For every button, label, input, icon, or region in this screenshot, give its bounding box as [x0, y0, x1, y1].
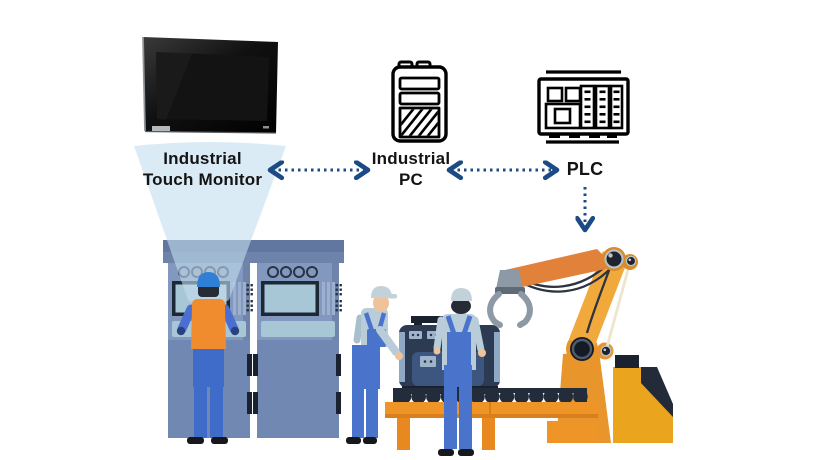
cable: [585, 264, 613, 334]
discharge-chute: [641, 367, 673, 417]
monitor-screen: [156, 52, 269, 121]
monitor-brand-chip: [152, 126, 170, 131]
worker-cap: [197, 272, 220, 287]
projection-beam: [134, 142, 286, 306]
label-touch-monitor: Industrial Touch Monitor: [95, 148, 310, 190]
shoulder-joint: [604, 249, 624, 269]
worker-cap: [371, 286, 392, 298]
technician-pointing-worker: [346, 286, 403, 444]
robot-base: [547, 355, 673, 443]
label-industrial-pc-line2: PC: [398, 170, 424, 189]
gripper-claw: [487, 291, 503, 328]
control-cabinet-right: [251, 239, 345, 439]
elbow-joint: [571, 338, 593, 360]
connection-arrows: [272, 170, 585, 228]
worker-cap: [451, 288, 472, 301]
linkage-rod: [605, 265, 631, 348]
plc-icon: [537, 70, 630, 144]
label-touch-monitor-line2: Touch Monitor: [142, 170, 263, 189]
technician-back-worker: [433, 288, 486, 456]
industrial-pc-icon: [391, 60, 448, 143]
control-cabinets: [162, 239, 345, 439]
robot-upper-arm: [505, 249, 615, 289]
safety-vest: [191, 299, 226, 349]
operator-worker: [176, 272, 240, 444]
robot-arm-gripper: [487, 247, 638, 365]
label-industrial-pc: Industrial PC: [356, 148, 466, 190]
gripper-claw: [517, 291, 533, 328]
label-plc: PLC: [566, 159, 604, 179]
touch-monitor-illustration: [142, 36, 278, 134]
gripper-mount: [496, 270, 523, 289]
label-touch-monitor-line1: Industrial: [163, 149, 242, 168]
label-industrial-pc-line1: Industrial: [371, 149, 451, 168]
